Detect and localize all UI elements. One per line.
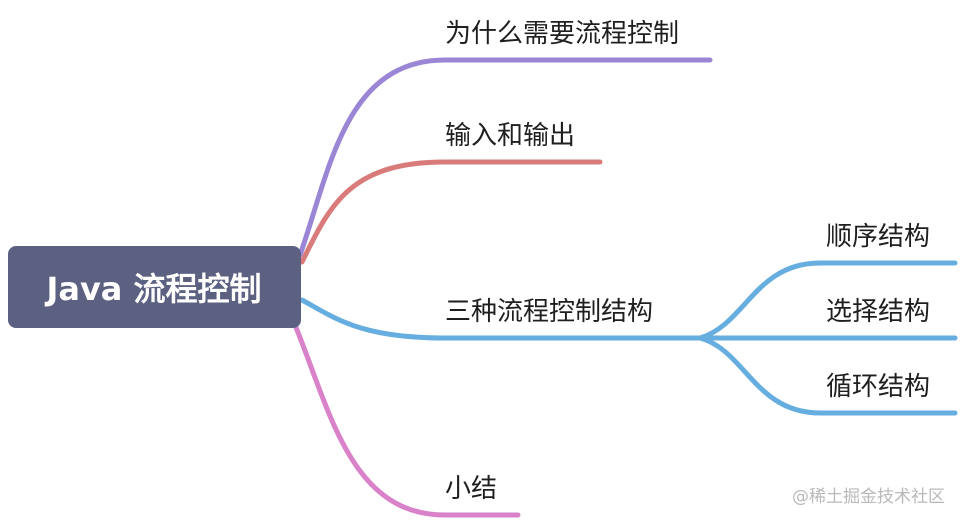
child-sel-label[interactable]: 选择结构 bbox=[826, 297, 930, 327]
root-node-box bbox=[8, 246, 301, 328]
branch-why-label[interactable]: 为什么需要流程控制 bbox=[445, 19, 679, 49]
edge-summary bbox=[292, 322, 521, 518]
child-seq-label[interactable]: 顺序结构 bbox=[826, 222, 930, 252]
branch-io-label[interactable]: 输入和输出 bbox=[445, 121, 575, 151]
child-loop-label[interactable]: 循环结构 bbox=[826, 372, 930, 402]
edge-three bbox=[299, 297, 703, 341]
root-node[interactable]: Java 流程控制 bbox=[8, 246, 301, 328]
edge-why bbox=[297, 57, 713, 258]
edge-loop bbox=[697, 335, 958, 416]
branch-three-label[interactable]: 三种流程控制结构 bbox=[445, 297, 653, 327]
mind-map-edges bbox=[292, 57, 958, 518]
branch-summary-label[interactable]: 小结 bbox=[445, 474, 497, 504]
root-node-label: Java 流程控制 bbox=[44, 270, 261, 308]
watermark-text: @稀土掘金技术社区 bbox=[792, 487, 945, 507]
edge-io bbox=[299, 159, 603, 265]
edge-seq bbox=[697, 260, 958, 341]
